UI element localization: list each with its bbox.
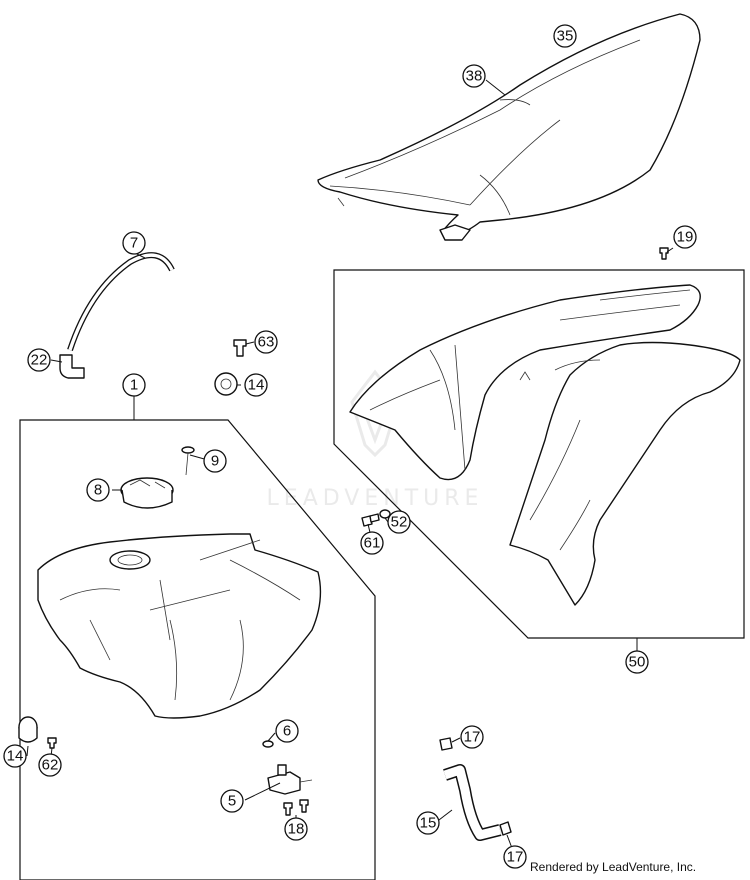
screw-61 xyxy=(361,513,380,527)
breather-valve xyxy=(181,446,195,476)
screw-19 xyxy=(659,247,669,260)
bushing-14-top xyxy=(214,372,238,396)
svg-text:62: 62 xyxy=(42,757,59,774)
svg-text:7: 7 xyxy=(130,235,138,252)
fuel-tap xyxy=(267,764,313,795)
callout-9: 9 xyxy=(203,449,227,473)
callout-63: 63 xyxy=(254,330,278,354)
svg-text:22: 22 xyxy=(31,352,48,369)
svg-text:14: 14 xyxy=(248,377,265,394)
callout-22: 22 xyxy=(27,348,51,372)
credit-text: Rendered by LeadVenture, Inc. xyxy=(530,860,697,874)
shroud-group-frame xyxy=(333,269,745,639)
svg-text:17: 17 xyxy=(464,729,481,746)
svg-text:63: 63 xyxy=(258,334,275,351)
callout-52: 52 xyxy=(387,510,411,534)
callout-8: 8 xyxy=(86,478,110,502)
svg-text:18: 18 xyxy=(288,821,305,838)
svg-text:17: 17 xyxy=(507,849,524,866)
callout-62: 62 xyxy=(38,753,62,777)
callout-15: 15 xyxy=(416,811,440,835)
svg-text:19: 19 xyxy=(677,229,694,246)
callout-19: 19 xyxy=(673,225,697,249)
svg-text:5: 5 xyxy=(228,793,236,810)
callout-50: 50 xyxy=(625,650,649,674)
callout-35: 35 xyxy=(553,24,577,48)
callout-1: 1 xyxy=(122,373,146,397)
hose-clamp-top xyxy=(439,737,453,751)
callout-14-bottom: 14 xyxy=(3,744,27,768)
callout-61: 61 xyxy=(360,531,384,555)
bushing-14-bottom xyxy=(18,716,38,743)
screw-62 xyxy=(47,737,57,749)
callout-18: 18 xyxy=(284,817,308,841)
callout-7: 7 xyxy=(122,231,146,255)
seat xyxy=(317,13,701,241)
svg-text:38: 38 xyxy=(466,68,483,85)
svg-text:1: 1 xyxy=(130,377,138,394)
radiator-shrouds xyxy=(349,284,741,606)
fuel-tank xyxy=(37,533,322,719)
callout-17-top: 17 xyxy=(460,725,484,749)
callout-17-bottom: 17 xyxy=(503,845,527,869)
callout-14-top: 14 xyxy=(244,373,268,397)
svg-text:61: 61 xyxy=(364,535,381,552)
leader-lines xyxy=(26,38,674,857)
svg-text:9: 9 xyxy=(211,453,219,470)
filler-cap xyxy=(120,477,174,509)
washer-52 xyxy=(379,509,391,519)
svg-text:52: 52 xyxy=(391,514,408,531)
callout-6: 6 xyxy=(275,719,299,743)
callout-38: 38 xyxy=(462,64,486,88)
svg-text:35: 35 xyxy=(557,28,574,45)
svg-text:50: 50 xyxy=(629,654,646,671)
overflow-hose xyxy=(443,764,502,841)
svg-text:15: 15 xyxy=(420,815,437,832)
o-ring xyxy=(262,740,274,748)
hose-clamp-bottom xyxy=(499,821,512,836)
screw-63 xyxy=(233,339,247,357)
screws-18 xyxy=(283,799,309,816)
fuel-line xyxy=(67,252,175,351)
svg-text:14: 14 xyxy=(7,748,24,765)
svg-text:6: 6 xyxy=(283,723,291,740)
watermark-text: LEADVENTURE xyxy=(267,486,484,511)
svg-text:8: 8 xyxy=(94,482,102,499)
callout-5: 5 xyxy=(220,789,244,813)
angle-fitting xyxy=(59,354,85,379)
fuel-tank-group-frame xyxy=(19,419,376,880)
